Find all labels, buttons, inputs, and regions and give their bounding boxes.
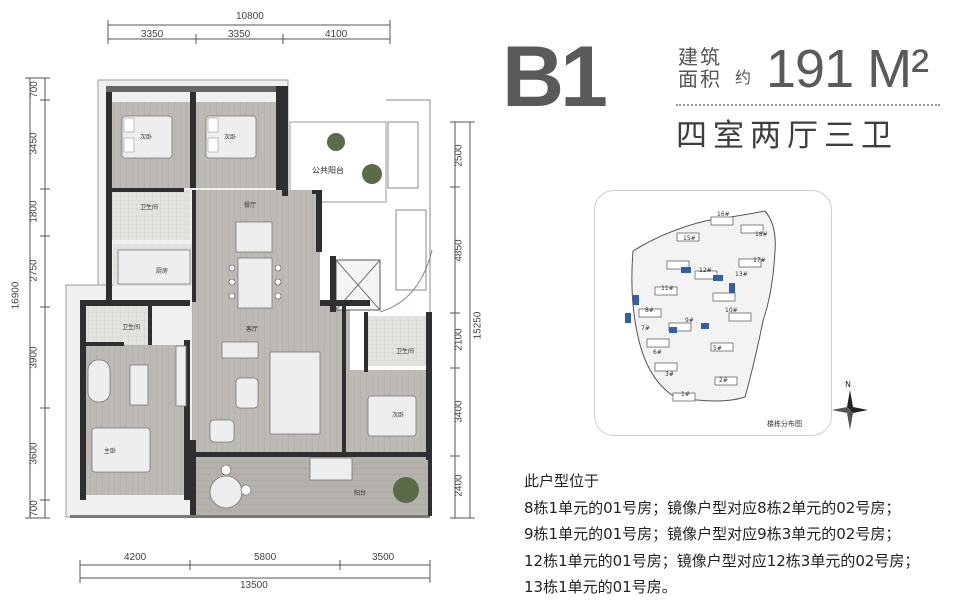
- area-label-line2: 面积: [678, 67, 722, 91]
- room-label: 客厅: [246, 326, 259, 333]
- dim-bottom-seg: 3500: [372, 552, 395, 563]
- dim-top-seg: 4100: [325, 29, 348, 40]
- dim-top-seg: 3350: [141, 29, 164, 40]
- dim-top-total: 10800: [236, 11, 264, 22]
- location-block: 此户型位于 8栋1单元的01号房；镜像户型对应8栋2单元的02号房； 9栋1单元…: [524, 468, 919, 601]
- building-label: 6#: [653, 349, 662, 356]
- room-label: 餐厅: [244, 202, 257, 209]
- location-line: 9栋1单元的01号房；镜像户型对应9栋3单元的02号房；: [524, 525, 901, 543]
- room-label: 公共阳台: [312, 166, 344, 175]
- dim-bottom-seg: 5800: [254, 552, 277, 563]
- building-label: 10#: [725, 307, 738, 314]
- unit-code: B1: [502, 29, 608, 125]
- title-block: B1 建筑 面积 约 191 M² 四室两厅三卫: [490, 30, 955, 160]
- north-label: N: [845, 380, 851, 389]
- site-map-caption: 楼栋分布图: [767, 420, 802, 428]
- room-label: 厨房: [156, 268, 169, 275]
- room-label: 卫生间: [396, 348, 415, 355]
- location-line: 13栋1单元的01号房。: [524, 578, 677, 596]
- room-label: 阳台: [354, 490, 367, 497]
- area-label-line1: 建筑: [678, 45, 722, 69]
- room-label: 次卧: [140, 134, 153, 141]
- compass-icon: [832, 390, 868, 430]
- building-label: 13#: [735, 271, 748, 278]
- dimension-lines: [25, 20, 475, 583]
- area-label: 建筑 面积: [678, 46, 722, 90]
- location-line: 8栋1单元的01号房；镜像户型对应8栋2单元的02号房；: [524, 498, 901, 517]
- dim-bottom-seg: 4200: [124, 552, 147, 563]
- room-label: 主卧: [104, 448, 117, 455]
- room-label: 次卧: [224, 134, 237, 141]
- building-label: 17#: [753, 257, 766, 264]
- layout-type: 四室两厅三卫: [676, 118, 898, 154]
- area-value: 191 M²: [766, 39, 929, 99]
- site-map-drawing: [625, 210, 776, 402]
- building-label: 11#: [661, 285, 674, 292]
- floor-plan: 10800 3350 3350 4100 4200 5800 3500 1350…: [0, 0, 483, 600]
- dim-bottom-total: 13500: [240, 580, 268, 591]
- building-label: 5#: [713, 345, 722, 352]
- title-divider: [676, 104, 940, 106]
- site-map: 1# 2# 3# 5# 6# 7# 8# 9# 10# 11# 12# 13# …: [594, 190, 832, 436]
- building-label: 3#: [665, 371, 674, 378]
- building-label: 12#: [699, 267, 712, 274]
- room-label: 卫生间: [140, 204, 159, 211]
- north-arrow: N: [832, 380, 868, 434]
- location-line: 12栋1单元的01号房；镜像户型对应12栋3单元的02号房；: [524, 551, 920, 570]
- building-label: 16#: [717, 211, 730, 218]
- building-label: 9#: [685, 317, 694, 324]
- building-label: 1#: [681, 391, 690, 398]
- approx-label: 约: [735, 68, 752, 87]
- building-label: 18#: [755, 231, 768, 238]
- building-label: 2#: [719, 377, 728, 384]
- building-label: 15#: [683, 235, 696, 242]
- location-heading: 此户型位于: [524, 472, 600, 490]
- building-label: 7#: [641, 325, 650, 332]
- dim-top-seg: 3350: [228, 29, 251, 40]
- building-label: 8#: [645, 307, 654, 314]
- room-label: 次卧: [392, 412, 405, 419]
- plan-drawing: [65, 79, 433, 518]
- room-label: 卫生间: [122, 324, 141, 331]
